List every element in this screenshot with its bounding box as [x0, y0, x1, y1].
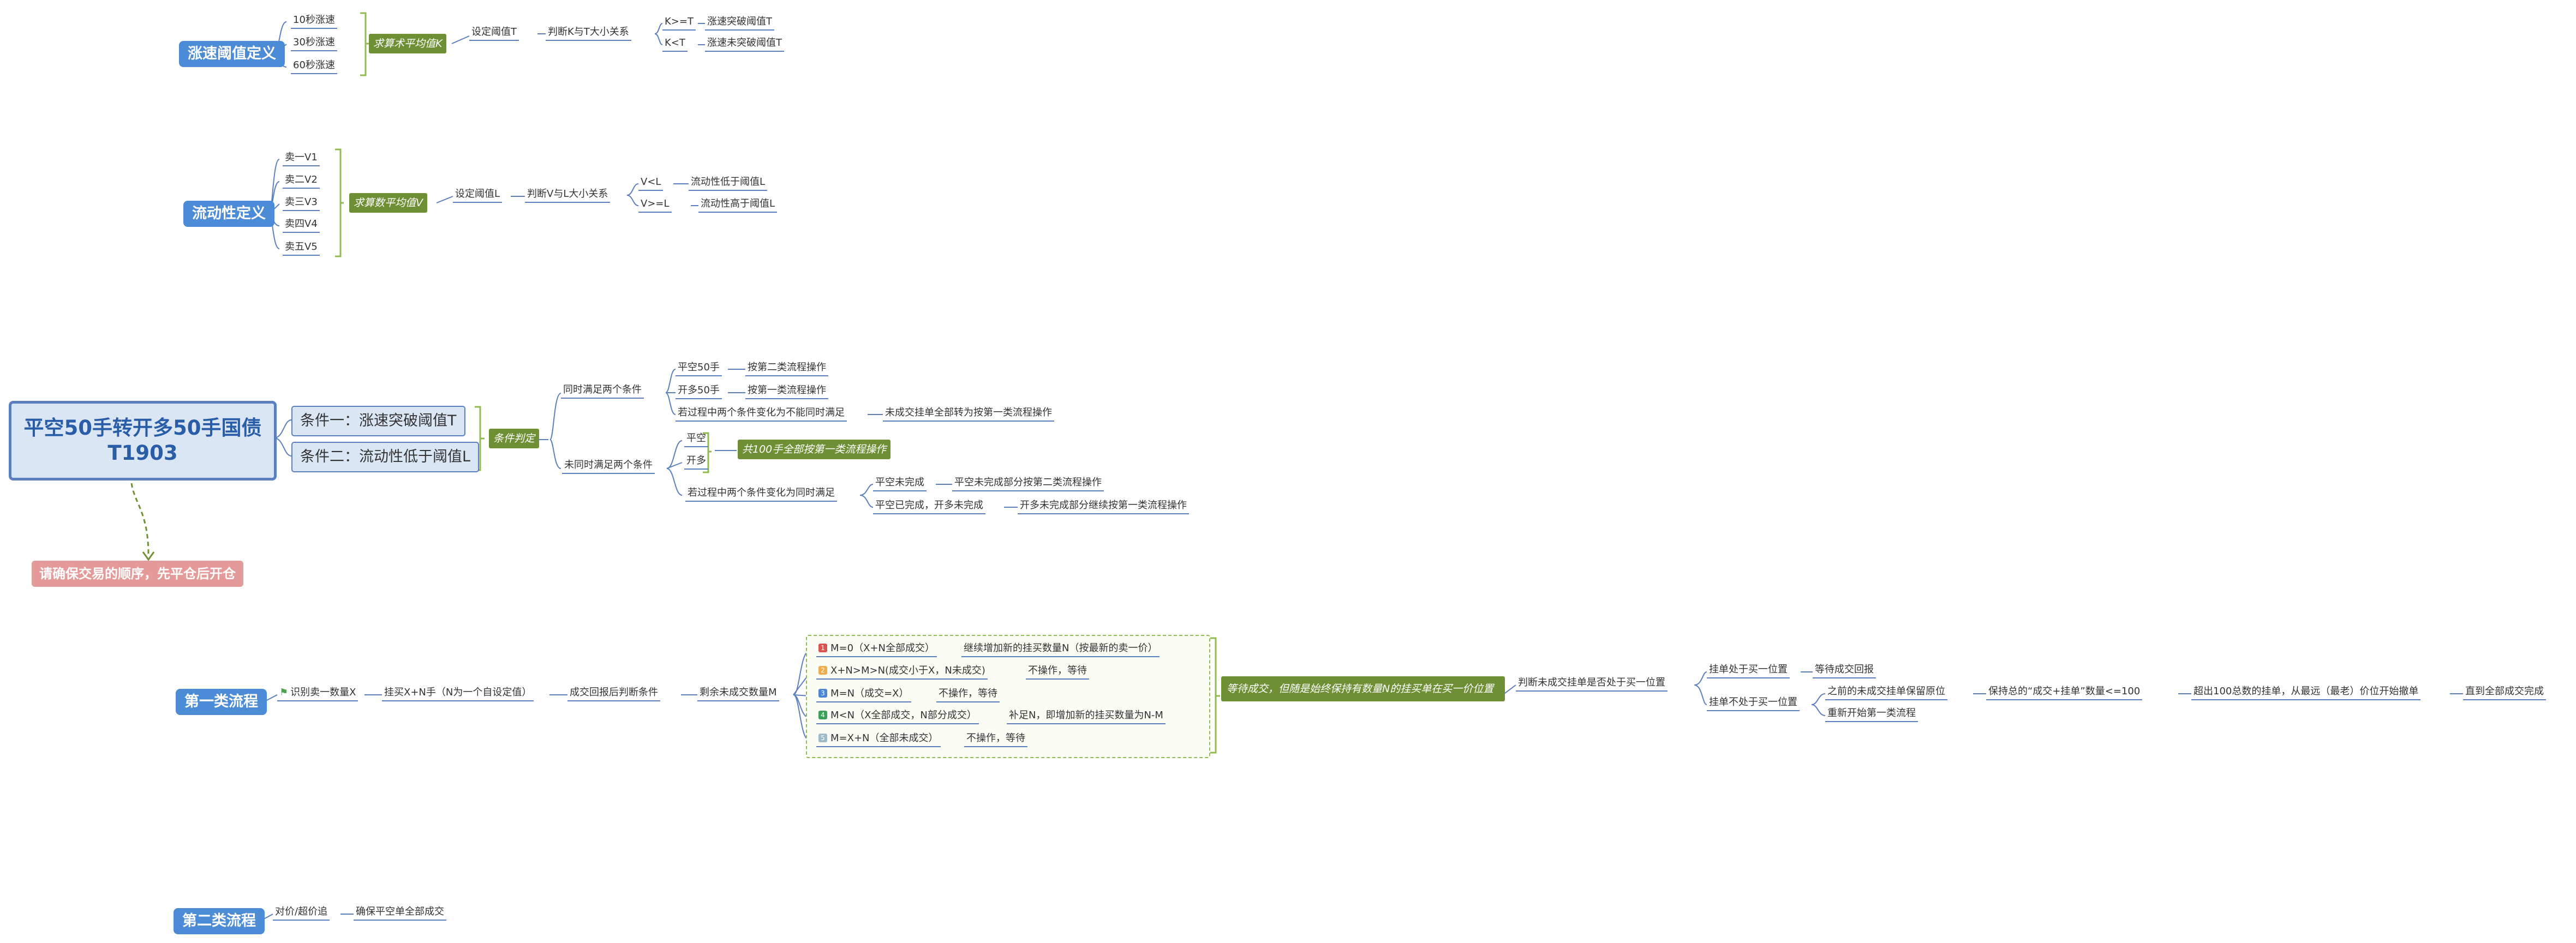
- priority-3-icon: 3: [818, 689, 827, 698]
- central-topic: 平空50手转开多50手国债 T1903: [9, 401, 277, 480]
- flow1-branch-result: 不操作，等待: [936, 688, 1000, 702]
- flow1-branch-result: 不操作，等待: [964, 732, 1027, 747]
- central-topic-line2: T1903: [107, 441, 178, 465]
- flow1-not-at-bid-step: 之前的未成交挂单保留原位: [1825, 686, 1947, 700]
- surge-set-threshold: 设定阈值T: [469, 26, 519, 41]
- both-case-cond: 开多50手: [676, 385, 722, 399]
- flow1-branch-cond-label: X+N>M>N(成交小于X，N未成交): [830, 665, 985, 676]
- surge-case-result: 涨速突破阈值T: [705, 16, 774, 31]
- liquidity-title: 流动性定义: [183, 201, 274, 227]
- flow1-summary: 等待成交，但随是始终保持有数量N的挂买单在买一价位置: [1221, 676, 1505, 701]
- liquidity-case-result: 流动性高于阈值L: [698, 198, 778, 213]
- flow1-title: 第一类流程: [176, 689, 267, 715]
- surge-item: 60秒涨速: [291, 59, 337, 74]
- flow1-step: 成交回报后判断条件: [567, 687, 660, 701]
- not-both-case-result: 平空未完成部分按第二类流程操作: [952, 477, 1104, 491]
- liquidity-judge: 判断V与L大小关系: [525, 188, 611, 203]
- flow1-not-at-bid-step: 保持总的“成交+挂单”数量<=100: [1986, 686, 2143, 700]
- liquidity-case-cond: V>=L: [638, 198, 672, 213]
- condition-surge: 条件一：涨速突破阈值T: [291, 406, 465, 436]
- surge-item: 30秒涨速: [291, 37, 337, 51]
- liquidity-item: 卖一V1: [283, 152, 320, 166]
- flow1-restart: 重新开始第一类流程: [1825, 707, 1918, 722]
- priority-4-icon: 4: [818, 711, 827, 719]
- both-case-result: 按第一类流程操作: [745, 385, 828, 399]
- priority-5-icon: 5: [818, 734, 827, 742]
- both-case-result: 未成交挂单全部转为按第一类流程操作: [883, 407, 1054, 422]
- not-both-summary: 共100手全部按第一类流程操作: [738, 440, 891, 459]
- flow1-branch-result: 补足N，即增加新的挂买数量为N-M: [1007, 710, 1166, 724]
- surge-summary: 求算术平均值K: [369, 34, 447, 53]
- flow1-step: 剩余未成交数量M: [697, 687, 779, 701]
- liquidity-item: 卖四V4: [283, 218, 320, 233]
- flow1-step: 挂买X+N手（N为一个自设定值）: [382, 687, 534, 701]
- flow1-not-at-bid-step: 超出100总数的挂单，从最远（最老）价位开始撤单: [2191, 686, 2421, 700]
- priority-1-icon: 1: [818, 644, 827, 652]
- flow1-branch-group: [806, 635, 1210, 758]
- condition-judge: 条件判定: [489, 429, 540, 448]
- flow1-branch-cond-label: M=X+N（全部未成交）: [830, 732, 939, 744]
- surge-judge: 判断K与T大小关系: [546, 26, 631, 41]
- flow1-step-label: 识别卖一数量X: [290, 687, 356, 698]
- liquidity-item: 卖二V2: [283, 174, 320, 189]
- surge-threshold-title: 涨速阈值定义: [179, 41, 285, 67]
- flow2-title: 第二类流程: [174, 908, 265, 934]
- surge-item: 10秒涨速: [291, 14, 337, 29]
- liquidity-item: 卖三V3: [283, 196, 320, 211]
- flow1-at-bid-cond: 挂单处于买一位置: [1707, 664, 1790, 678]
- flow1-at-bid-result: 等待成交回报: [1813, 664, 1876, 678]
- flow1-not-at-bid-step: 直到全部成交完成: [2463, 686, 2546, 700]
- surge-case-cond: K<T: [662, 37, 688, 52]
- flag-icon: ⚑: [279, 687, 289, 698]
- condition-liquidity: 条件二：流动性低于阈值L: [291, 442, 480, 472]
- both-case-cond: 若过程中两个条件变化为不能同时满足: [676, 407, 847, 422]
- flow1-branch-cond-label: M<N（X全部成交，N部分成交）: [830, 710, 977, 721]
- flow1-branch-result: 继续增加新的挂买数量N（按最新的卖一价）: [961, 642, 1160, 657]
- priority-2-icon: 2: [818, 666, 827, 675]
- flow1-branch-cond-label: M=0（X+N全部成交）: [830, 642, 935, 654]
- surge-case-result: 涨速未突破阈值T: [705, 37, 784, 52]
- not-both-change: 若过程中两个条件变化为同时满足: [685, 487, 837, 502]
- flow2-step: 对价/超价追: [273, 906, 330, 921]
- liquidity-item: 卖五V5: [283, 241, 320, 256]
- not-both-item: 平空: [684, 433, 708, 447]
- order-note: 请确保交易的顺序，先平仓后开仓: [32, 561, 243, 587]
- liquidity-case-result: 流动性低于阈值L: [689, 176, 768, 191]
- flow1-branch-cond-label: M=N（成交=X）: [830, 688, 909, 699]
- not-both-item: 开多: [684, 455, 708, 470]
- central-topic-line1: 平空50手转开多50手国债: [23, 416, 262, 440]
- liquidity-summary: 求算数平均值V: [349, 193, 427, 213]
- not-both-case-cond: 平空未完成: [873, 477, 927, 491]
- not-both-case-result: 开多未完成部分继续按第一类流程操作: [1018, 500, 1189, 514]
- flow1-step: ⚑识别卖一数量X: [277, 687, 358, 701]
- both-case-cond: 平空50手: [676, 362, 722, 376]
- flow1-branch-result: 不操作，等待: [1026, 665, 1089, 680]
- flow2-step: 确保平空单全部成交: [354, 906, 446, 921]
- surge-case-cond: K>=T: [662, 16, 696, 31]
- not-both-case-cond: 平空已完成，开多未完成: [873, 500, 985, 514]
- not-both-conditions-label: 未同时满足两个条件: [562, 459, 655, 474]
- liquidity-set-threshold: 设定阈值L: [453, 188, 503, 203]
- both-conditions-label: 同时满足两个条件: [561, 384, 644, 399]
- flow1-judge: 判断未成交挂单是否处于买一位置: [1516, 677, 1667, 692]
- flow1-not-at-bid-cond: 挂单不处于买一位置: [1707, 696, 1800, 711]
- liquidity-case-cond: V<L: [638, 176, 664, 191]
- both-case-result: 按第二类流程操作: [745, 362, 828, 376]
